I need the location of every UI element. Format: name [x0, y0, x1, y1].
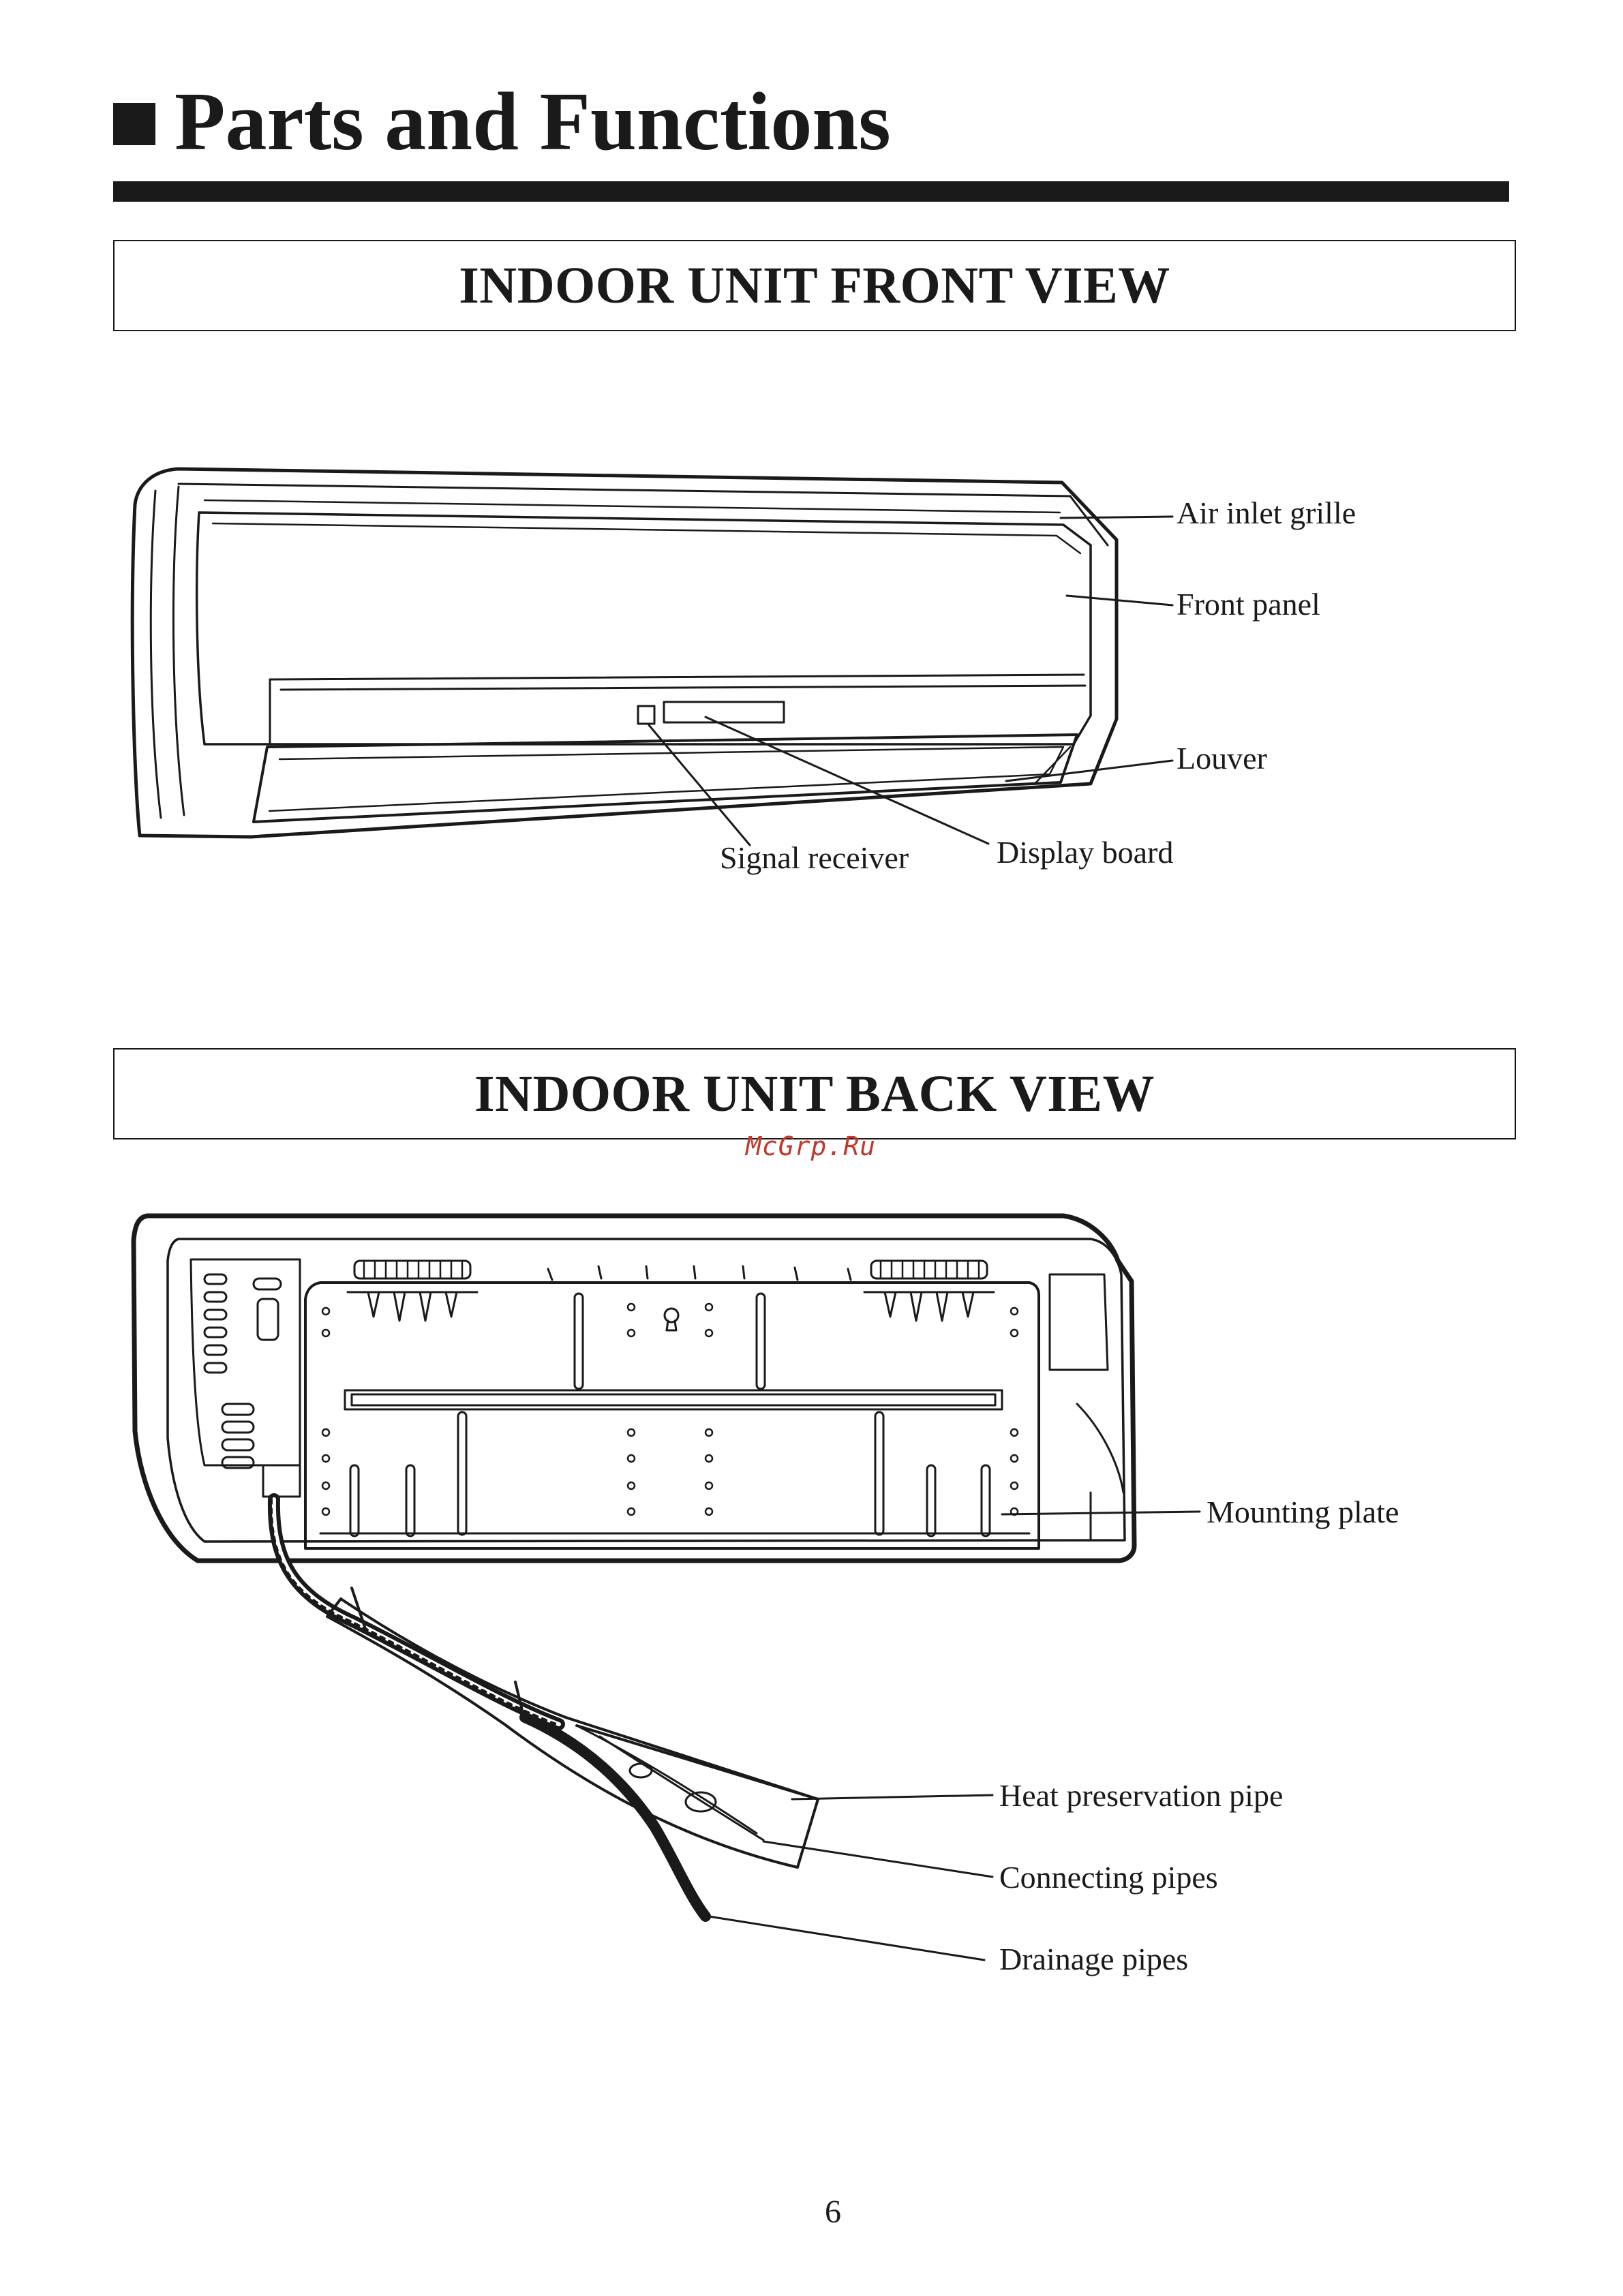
left-side-vents: [204, 1274, 281, 1468]
right-coil-bundle: [864, 1261, 994, 1321]
callout-heat-preservation-pipe: Heat preservation pipe: [999, 1780, 1283, 1811]
page-number: 6: [825, 2193, 841, 2231]
mounting-plate: [305, 1266, 1039, 1548]
callout-mounting-plate: Mounting plate: [1207, 1497, 1399, 1528]
callout-drainage-pipes: Drainage pipes: [999, 1944, 1188, 1975]
left-coil-bundle: [348, 1261, 477, 1321]
callout-connecting-pipes: Connecting pipes: [999, 1862, 1218, 1893]
indoor-unit-back-drawing: [134, 1216, 1134, 1561]
